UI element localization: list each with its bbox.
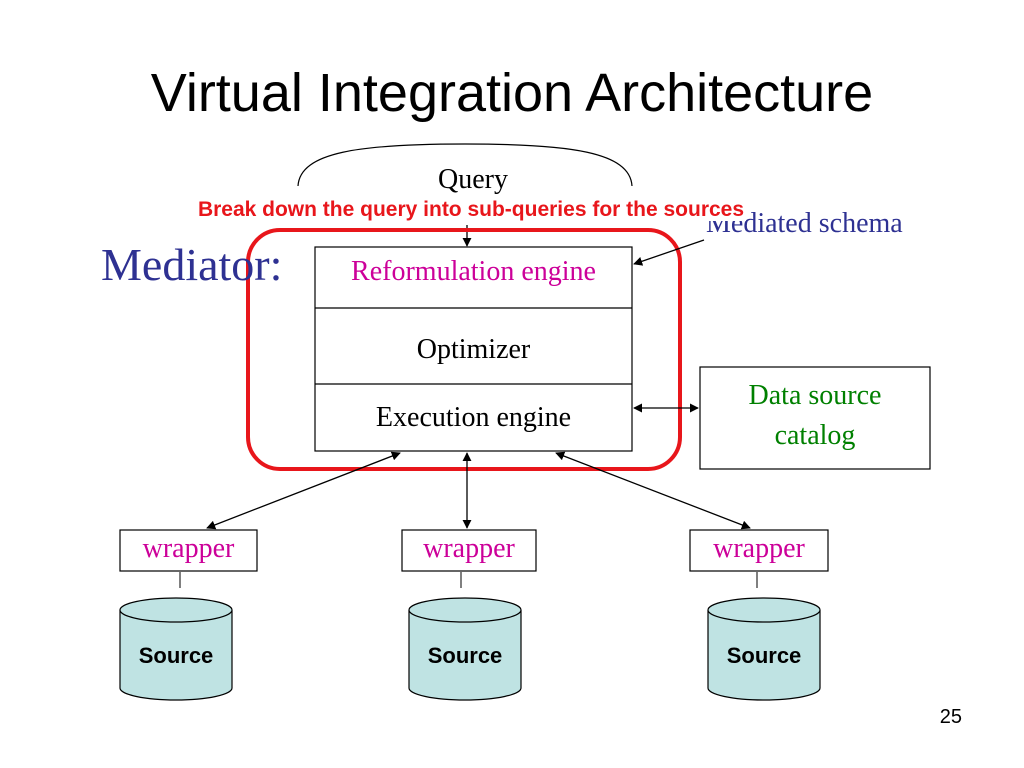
mediator-stack [314, 246, 633, 452]
data-source-catalog-label: Data source catalog [700, 376, 930, 456]
source-cylinder-1 [119, 597, 233, 701]
wrapper-box-3 [689, 529, 829, 572]
source-label-3: Source [726, 643, 802, 668]
wrapper-arrow-right [555, 451, 751, 530]
slide-title: Virtual Integration Architecture [150, 63, 874, 123]
mediator-label: Mediator: [101, 239, 283, 290]
catalog-line-1: Data source [748, 380, 882, 411]
wrapper-label-2: wrapper [423, 533, 515, 564]
reformulation-engine-label: Reformulation engine [351, 256, 596, 287]
wrapper-box-2 [401, 529, 537, 572]
wrapper-label-1: wrapper [142, 533, 235, 564]
query-arc [297, 143, 633, 187]
optimizer-label: Optimizer [416, 334, 531, 365]
annotation-text: Break down the query into sub-queries fo… [0, 198, 942, 222]
catalog-line-2: catalog [774, 420, 856, 451]
source-cylinder-3 [707, 597, 821, 701]
query-label: Query [438, 164, 508, 195]
source-label-2: Source [427, 643, 503, 668]
source-cylinder-2 [408, 597, 522, 701]
page-number: 25 [939, 706, 962, 728]
execution-engine-label: Execution engine [375, 402, 572, 433]
wrapper-box-1 [119, 529, 258, 572]
annotation-label: Break down the query into sub-queries fo… [195, 198, 747, 221]
wrapper-label-3: wrapper [713, 533, 805, 564]
wrapper-arrow-left [206, 451, 401, 530]
mediated-schema-arrow [633, 239, 705, 266]
source-label-1: Source [138, 643, 214, 668]
